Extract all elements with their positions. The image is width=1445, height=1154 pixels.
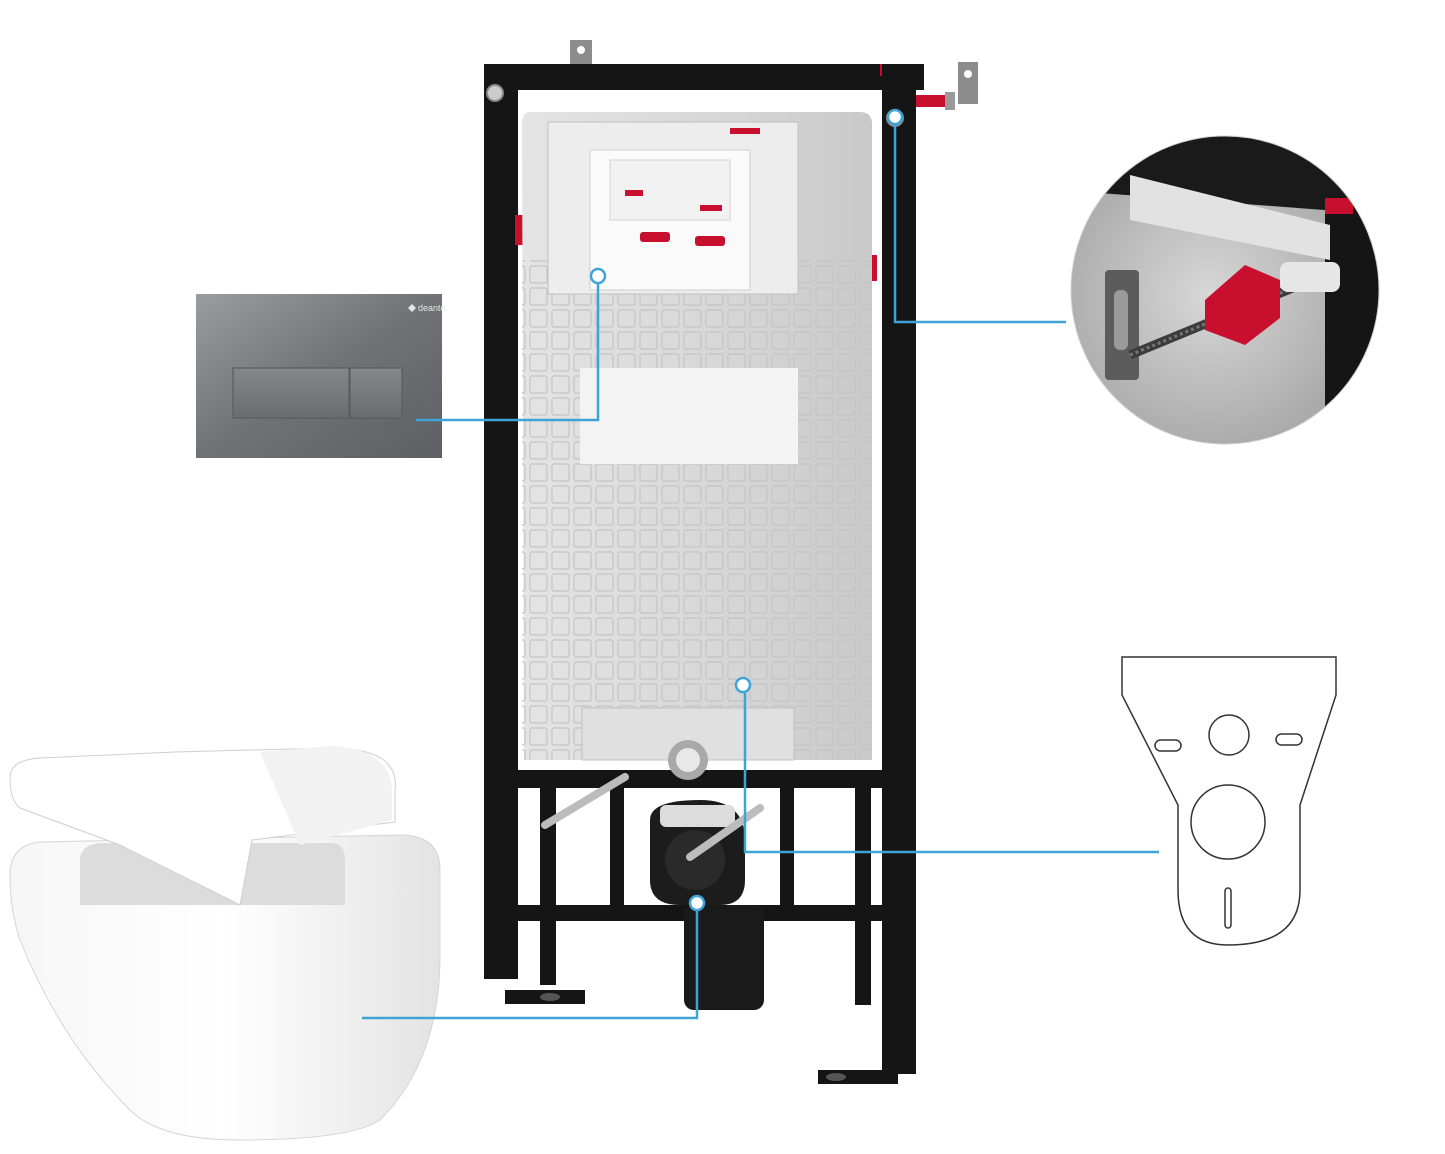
flush-plate-brand: deante (418, 303, 446, 313)
frame-foot-right (818, 1070, 898, 1084)
top-wall-bracket-right (958, 62, 978, 104)
wall-hung-toilet (9, 746, 441, 1141)
service-opening-box (547, 121, 799, 295)
concealed-cistern (522, 112, 872, 780)
deante-logo-icon (408, 304, 416, 312)
toilet-seat-lid (9, 746, 396, 906)
flush-plate: deante (196, 294, 446, 458)
top-wall-bracket-left (570, 40, 592, 70)
callout-insulation-mat (734, 676, 1159, 854)
callout-flush-plate (416, 267, 607, 422)
callout-toilet (362, 894, 706, 1020)
frame-foot-left (505, 990, 585, 1004)
side-rod-adjuster (905, 92, 955, 110)
wc-mounting-bolts (541, 773, 764, 861)
zoom-detail-anchor-rod (1069, 134, 1381, 446)
callout-anchor-rod (886, 108, 1066, 324)
callout-lines (362, 108, 1159, 1020)
sound-insulation-mat (1121, 656, 1337, 946)
